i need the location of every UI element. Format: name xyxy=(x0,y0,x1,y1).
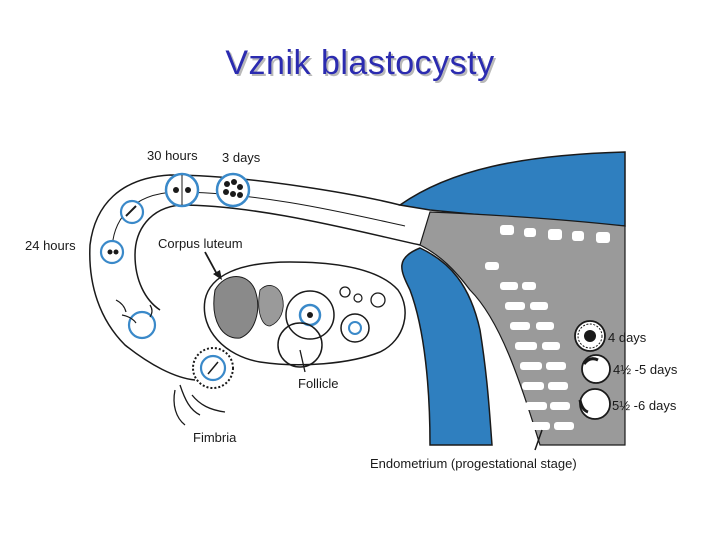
corpus-luteum-pointer xyxy=(204,251,219,277)
label-30-hours: 30 hours xyxy=(147,148,198,163)
fimbria xyxy=(173,384,226,426)
label-corpus-luteum: Corpus luteum xyxy=(158,236,243,251)
label-fimbria: Fimbria xyxy=(193,430,237,445)
endometrium-pointer xyxy=(534,429,543,451)
embryo-4-5-days xyxy=(581,354,611,384)
ovarian-stroma xyxy=(258,285,284,327)
endometrial-glands xyxy=(485,225,610,430)
follicle-small-3 xyxy=(353,293,363,303)
follicle-ruptured xyxy=(277,322,323,368)
follicle-large-oocyte-nucleus xyxy=(307,312,313,318)
fallopian-tube xyxy=(89,174,401,381)
oocyte-fertilization xyxy=(115,299,157,340)
follicle-small-1 xyxy=(370,292,386,308)
label-5-5-6-days: 5½ -6 days xyxy=(612,398,677,413)
label-24-hours: 24 hours xyxy=(25,238,76,253)
embryo-24-hours xyxy=(99,239,125,265)
follicle-small-2 xyxy=(339,286,351,298)
fallopian-tube-lumen xyxy=(111,191,406,253)
uterine-wall-lower xyxy=(401,247,493,446)
label-3-days: 3 days xyxy=(222,150,261,165)
embryo-5-6-days xyxy=(578,388,611,420)
label-4-days: 4 days xyxy=(608,330,647,345)
embryo-30-hours xyxy=(164,172,200,208)
embryo-4-days xyxy=(574,320,606,352)
page-title: Vznik blastocysty xyxy=(225,44,495,82)
label-endometrium: Endometrium (progestational stage) xyxy=(370,456,577,471)
embryo-zygote xyxy=(119,199,145,225)
label-follicle: Follicle xyxy=(298,376,338,391)
follicle-pointer xyxy=(299,349,306,373)
fallopian-tube-inner xyxy=(134,204,421,311)
follicle-medium-oocyte xyxy=(348,321,362,335)
corpus-luteum-arrowhead xyxy=(213,270,222,280)
label-4-5-5-days: 4½ -5 days xyxy=(613,362,678,377)
embryo-3-days xyxy=(215,172,251,208)
ovulated-oocyte xyxy=(192,347,234,389)
corpus-luteum xyxy=(213,276,259,339)
